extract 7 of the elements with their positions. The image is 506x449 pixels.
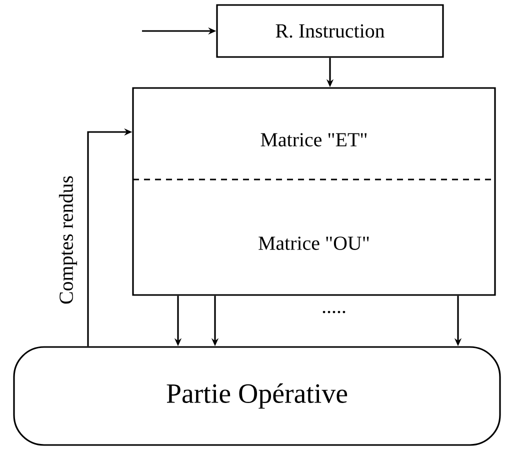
ellipsis-dots: ..... (322, 310, 346, 314)
register-box: R. Instruction (216, 4, 444, 58)
matrix-label: Matrice "OU" (258, 236, 369, 250)
operative-part-box: Partie Opérative (13, 346, 501, 446)
matrix-label: Matrice "ET" (260, 133, 367, 146)
edge-label: Comptes rendus (58, 176, 78, 304)
matrix-box (132, 87, 496, 296)
